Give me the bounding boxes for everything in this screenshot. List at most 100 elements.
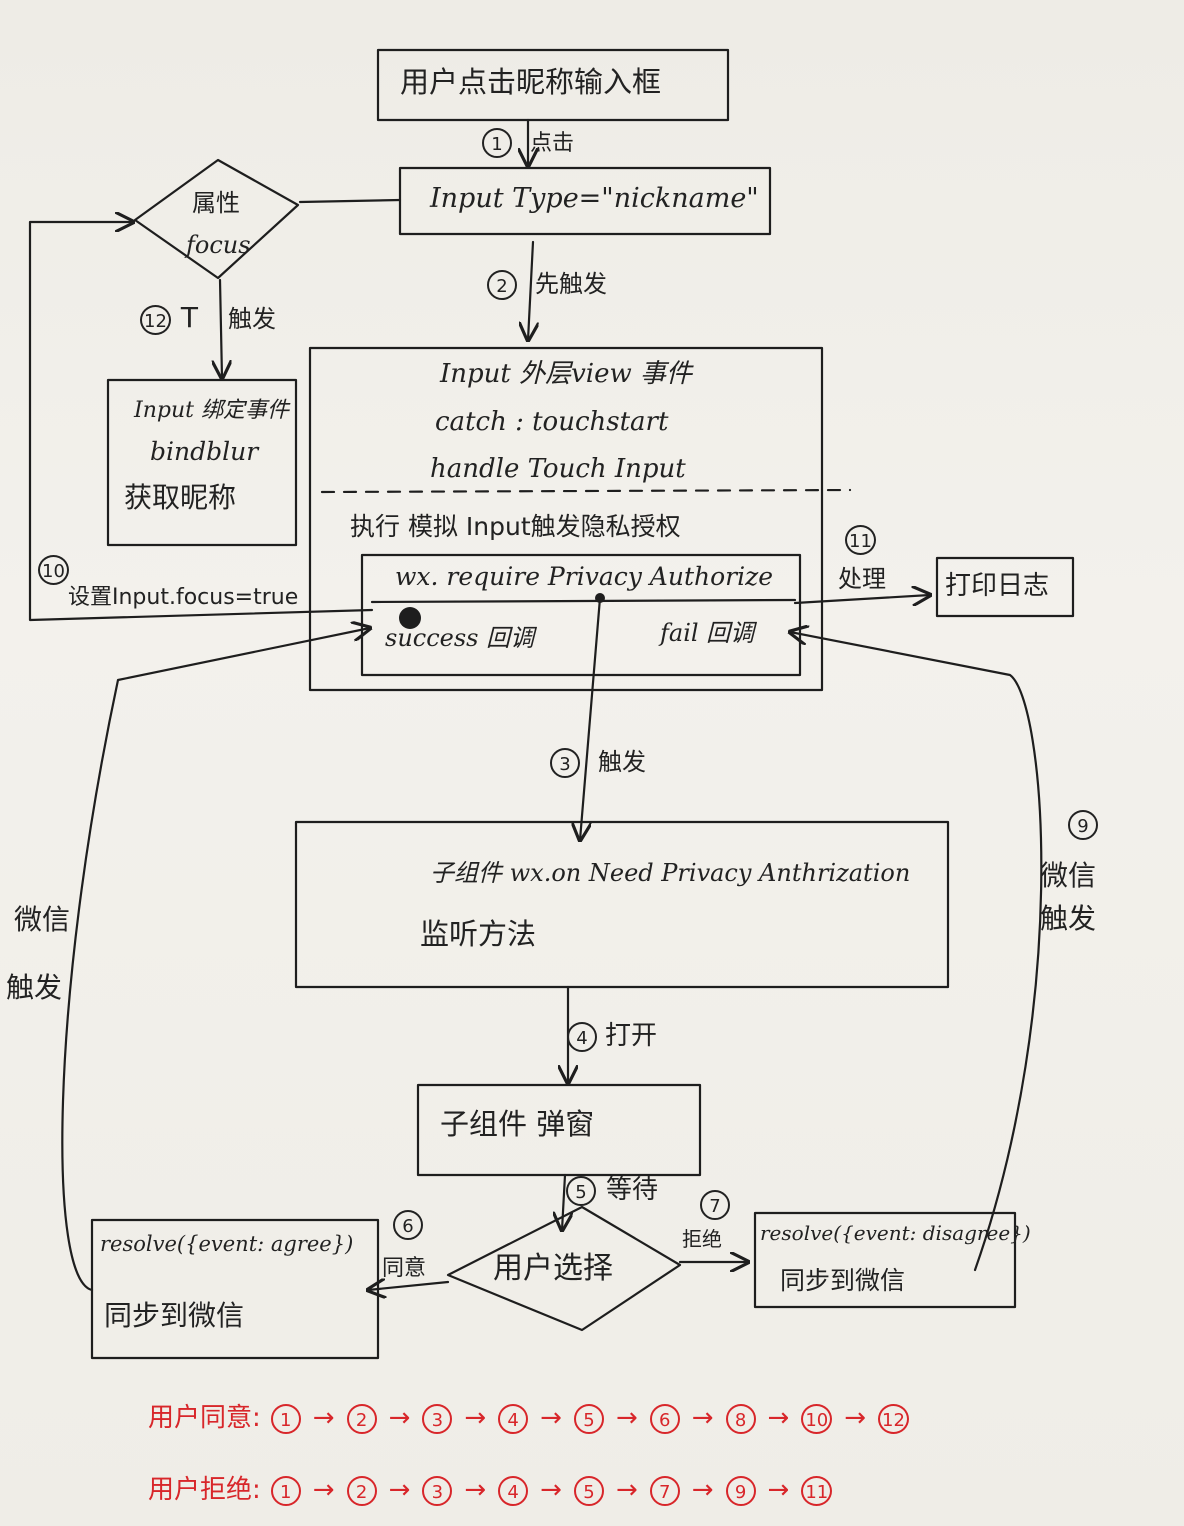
choice-label: 用户选择 bbox=[493, 1251, 613, 1286]
outer-view-label-2: catch : touchstart bbox=[435, 407, 669, 437]
summary-reject-step-3: 3 bbox=[422, 1476, 453, 1506]
summary-reject-arrow: → bbox=[464, 1475, 487, 1505]
focus-diamond-label-2: focus bbox=[186, 231, 251, 259]
outer-view-label-1: Input 外层view 事件 bbox=[440, 359, 693, 389]
simulate-label: 执行 模拟 Input触发隐私授权 bbox=[350, 512, 681, 541]
step-10-number: 10 bbox=[38, 555, 69, 585]
step-12-number: 12 bbox=[140, 305, 171, 335]
summary-agree-step-1: 1 bbox=[270, 1404, 301, 1434]
child-listen-box bbox=[294, 820, 950, 989]
popup-box bbox=[416, 1083, 702, 1177]
disagree-box-label-2: 同步到微信 bbox=[780, 1266, 906, 1295]
summary-reject-arrow: → bbox=[312, 1475, 335, 1505]
focus-diamond bbox=[133, 158, 300, 280]
child-listen-label-2: 监听方法 bbox=[420, 917, 537, 951]
require-label: wx. require Privacy Authorize bbox=[395, 562, 774, 591]
popup-label: 子组件 弹窗 bbox=[440, 1107, 595, 1141]
step-6-label: 同意 bbox=[382, 1256, 427, 1281]
step-12-label-1: T bbox=[180, 301, 199, 334]
summary-reject-row: 用户拒绝:1→2→3→4→5→7→9→11 bbox=[148, 1475, 836, 1506]
summary-reject-arrow: → bbox=[540, 1475, 562, 1505]
summary-reject-step-1: 1 bbox=[270, 1476, 301, 1506]
choice-diamond bbox=[446, 1205, 682, 1332]
step-1-number: 1 bbox=[482, 128, 512, 158]
disagree-box bbox=[753, 1211, 1017, 1309]
step-5: 5 等待 bbox=[566, 1175, 659, 1206]
summary-agree-label: 用户同意: bbox=[148, 1403, 261, 1433]
summary-agree-arrow: → bbox=[464, 1403, 487, 1433]
summary-agree-arrow: → bbox=[767, 1403, 790, 1433]
step-3: 3 触发 bbox=[550, 748, 646, 778]
step-11: 11 bbox=[845, 525, 880, 555]
summary-agree-step-12: 12 bbox=[878, 1404, 909, 1434]
start-box bbox=[376, 48, 730, 122]
step-3-label: 触发 bbox=[598, 748, 646, 776]
step-9: 9 bbox=[1068, 810, 1102, 840]
summary-agree-arrow: → bbox=[540, 1403, 562, 1433]
step-4-number: 4 bbox=[567, 1022, 597, 1052]
summary-agree-step-6: 6 bbox=[649, 1404, 680, 1434]
require-box bbox=[360, 553, 802, 677]
step-5-number: 5 bbox=[566, 1176, 596, 1206]
summary-agree-arrow: → bbox=[691, 1403, 714, 1433]
step-7: 7 bbox=[700, 1190, 734, 1220]
summary-reject-label: 用户拒绝: bbox=[148, 1475, 261, 1505]
summary-reject-step-9: 9 bbox=[725, 1476, 756, 1506]
step-9-label-2: 触发 bbox=[1040, 902, 1097, 935]
summary-agree-step-2: 2 bbox=[346, 1404, 377, 1434]
summary-reject-arrow: → bbox=[691, 1475, 714, 1505]
bindblur-label-1: Input 绑定事件 bbox=[134, 398, 289, 423]
dashed-divider bbox=[320, 488, 852, 494]
step-2-number: 2 bbox=[487, 270, 517, 300]
step-6-number: 6 bbox=[393, 1210, 423, 1240]
input-type-label: Input Type="nickname" bbox=[430, 183, 759, 214]
child-listen-label-1: 子组件 wx.on Need Privacy Anthrization bbox=[430, 859, 911, 887]
summary-agree-arrow: → bbox=[312, 1403, 335, 1433]
step-7-number: 7 bbox=[700, 1190, 730, 1220]
step-9-label-1: 微信 bbox=[1040, 859, 1097, 892]
step-1-label: 点击 bbox=[530, 131, 575, 156]
summary-reject-step-11: 11 bbox=[801, 1476, 833, 1506]
disagree-box-label-1: resolve({event: disagree}) bbox=[760, 1221, 1031, 1245]
summary-agree-arrow: → bbox=[615, 1403, 638, 1433]
summary-reject-arrow: → bbox=[615, 1475, 638, 1505]
step-10-label: 设置Input.focus=true bbox=[68, 585, 299, 610]
step-1: 1 点击 bbox=[482, 128, 574, 158]
step-8-label-2: 触发 bbox=[6, 971, 63, 1004]
summary-agree-step-10: 10 bbox=[801, 1404, 833, 1434]
focus-diamond-label-1: 属性 bbox=[192, 189, 240, 217]
summary-reject-arrow: → bbox=[388, 1475, 411, 1505]
summary-reject-step-5: 5 bbox=[573, 1476, 604, 1506]
step-12-label-2: 触发 bbox=[228, 305, 277, 333]
outer-view-box bbox=[308, 346, 824, 692]
step-5-label: 等待 bbox=[606, 1175, 659, 1205]
start-node-label: 用户点击昵称输入框 bbox=[400, 65, 662, 99]
summary-agree-arrow: → bbox=[844, 1403, 867, 1433]
summary-agree-row: 用户同意:1→2→3→4→5→6→8→10→12 bbox=[148, 1403, 913, 1434]
step-12: 12 T 触发 bbox=[140, 301, 277, 335]
summary-reject-step-4: 4 bbox=[498, 1476, 529, 1506]
bindblur-box bbox=[106, 378, 298, 547]
summary-agree-sequence: 1→2→3→4→5→6→8→10→12 bbox=[261, 1403, 913, 1434]
summary-reject-step-7: 7 bbox=[649, 1476, 680, 1506]
print-log-label: 打印日志 bbox=[945, 571, 1050, 601]
bindblur-label-3: 获取昵称 bbox=[124, 481, 237, 514]
step-8-label-1: 微信 bbox=[14, 903, 71, 936]
step-6: 6 bbox=[393, 1210, 427, 1240]
step-11-number: 11 bbox=[845, 525, 876, 555]
step-3-number: 3 bbox=[550, 748, 580, 778]
summary-agree-step-3: 3 bbox=[422, 1404, 453, 1434]
outer-view-label-3: handle Touch Input bbox=[430, 454, 686, 484]
step-4-label: 打开 bbox=[605, 1021, 658, 1051]
summary-agree-step-4: 4 bbox=[498, 1404, 529, 1434]
bindblur-label-2: bindblur bbox=[150, 437, 259, 466]
summary-reject-sequence: 1→2→3→4→5→7→9→11 bbox=[261, 1475, 836, 1506]
summary-agree-arrow: → bbox=[388, 1403, 411, 1433]
summary-reject-step-2: 2 bbox=[346, 1476, 377, 1506]
success-label: success 回调 bbox=[385, 624, 535, 652]
step-4: 4 打开 bbox=[567, 1021, 658, 1052]
step-7-label: 拒绝 bbox=[682, 1227, 722, 1251]
step-10: 10 bbox=[38, 555, 73, 585]
